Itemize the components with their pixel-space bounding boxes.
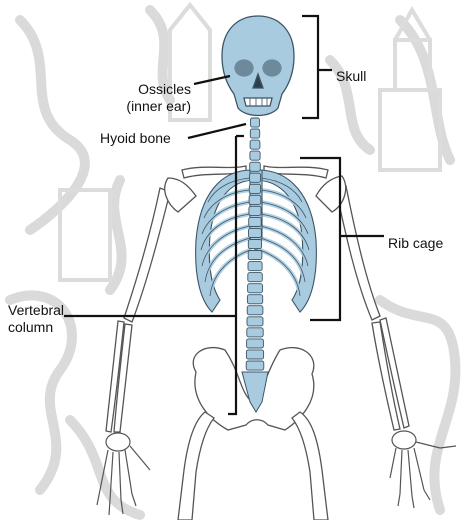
vertebra — [250, 129, 259, 138]
vertebra — [249, 217, 262, 226]
vertebra — [250, 151, 260, 160]
vertebra — [249, 228, 262, 237]
vertebra — [247, 317, 263, 326]
vertebra — [249, 195, 261, 204]
vertebra — [247, 328, 263, 337]
vertebra — [247, 339, 264, 348]
left-humerus — [124, 188, 170, 322]
vertebra — [250, 173, 261, 182]
skull-label: Skull — [336, 68, 366, 85]
vertebra — [248, 273, 262, 282]
teeth — [244, 98, 272, 106]
left-orbit — [235, 60, 253, 76]
vertebral-label-line1: Vertebral — [8, 302, 64, 319]
right-orbit — [263, 60, 281, 76]
right-humerus — [336, 186, 380, 320]
vertebral-label-line2: column — [8, 319, 53, 336]
vertebra — [250, 140, 260, 149]
vertebra — [248, 284, 263, 293]
vertebra — [248, 240, 261, 249]
vertebra — [249, 184, 260, 193]
vertebra — [247, 306, 263, 315]
vertebra — [246, 350, 263, 359]
vertebra — [248, 251, 262, 260]
vertebra — [248, 262, 262, 271]
ossicles-label-line2: (inner ear) — [115, 98, 191, 115]
vertebra — [250, 162, 261, 171]
hand-bones — [97, 431, 456, 515]
skull-bracket — [302, 16, 332, 118]
rib-cage-label: Rib cage — [388, 235, 443, 252]
vertebra — [251, 118, 260, 127]
left-femur — [178, 412, 214, 520]
vertebra — [249, 206, 261, 215]
ossicles-label-line1: Ossicles — [115, 81, 191, 98]
hyoid-label: Hyoid bone — [100, 130, 171, 147]
right-femur — [292, 412, 328, 520]
vertebra — [247, 295, 262, 304]
vertebra — [246, 361, 264, 370]
skull — [222, 16, 294, 116]
right-hand — [390, 431, 456, 508]
left-scapula — [165, 178, 196, 212]
